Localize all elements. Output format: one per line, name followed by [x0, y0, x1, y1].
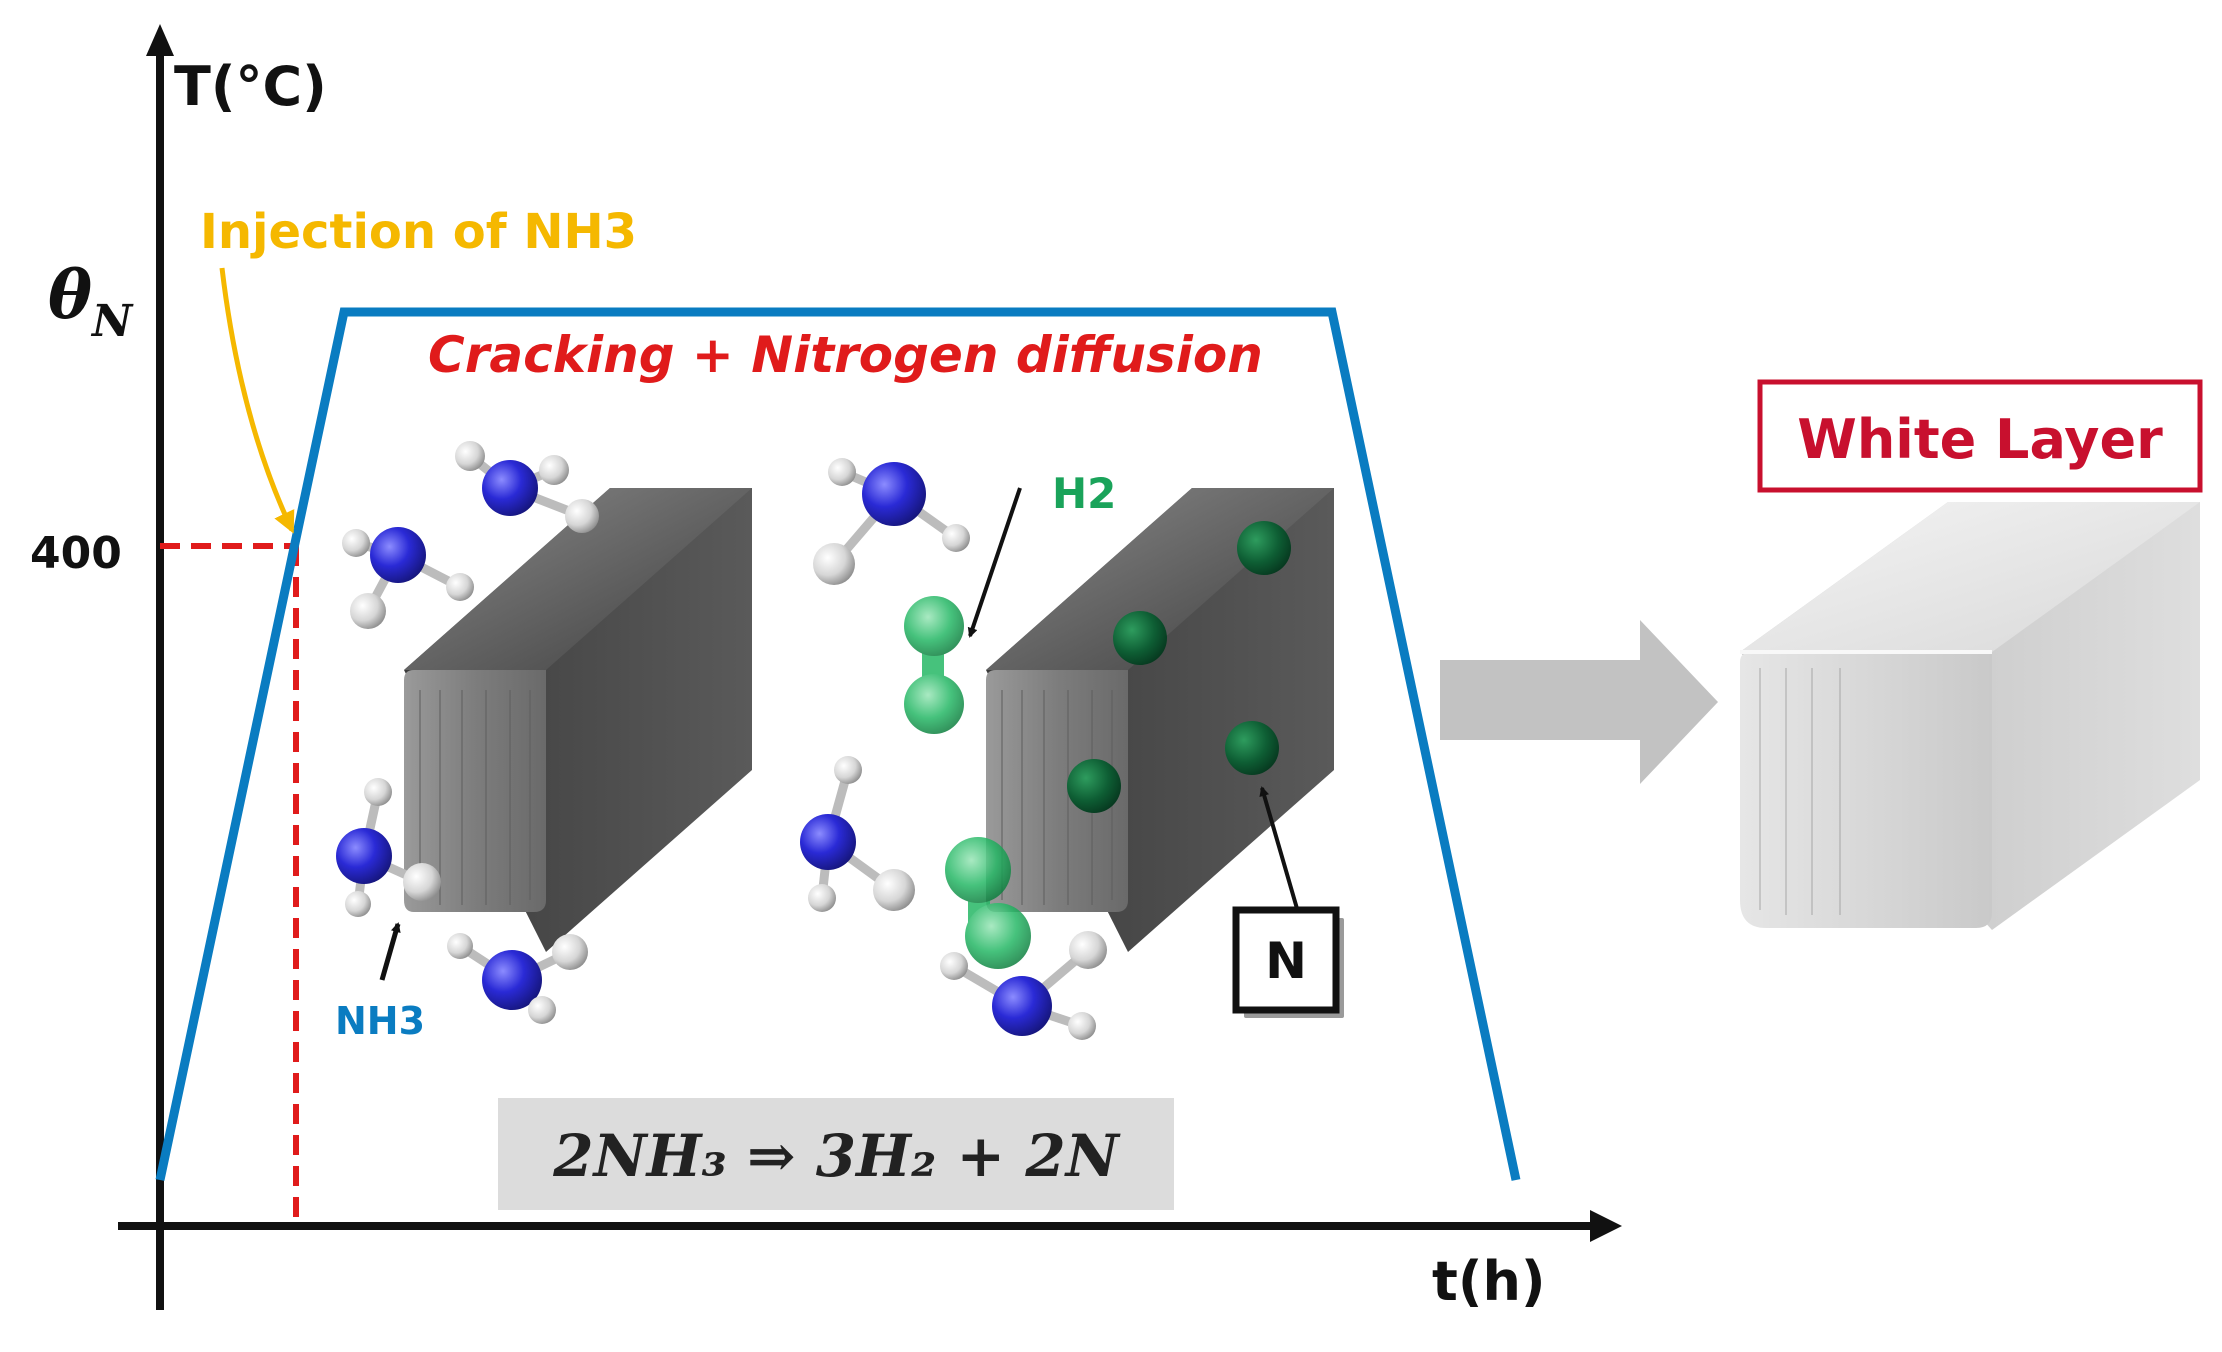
x-axis-arrowhead: [1590, 1210, 1622, 1242]
n-label: N: [1265, 932, 1307, 990]
injection-label: Injection of NH3: [200, 204, 637, 260]
nitrogen-atom: [1113, 611, 1167, 665]
tick-label-400: 400: [30, 528, 122, 579]
process-label: Cracking + Nitrogen diffusion: [428, 326, 1263, 384]
steel-bar-nitriding: [986, 488, 1334, 952]
injection-arrow: [222, 268, 292, 530]
nh3-label: NH3: [335, 999, 425, 1043]
nitrogen-atom: [1237, 521, 1291, 575]
h2-label: H2: [1052, 469, 1116, 518]
nh3-molecule: [447, 933, 588, 1024]
x-axis-label: t(h): [1432, 1250, 1546, 1313]
nh3-molecule: [800, 756, 915, 912]
y-axis-arrowhead: [146, 24, 174, 56]
nh3-molecule: [342, 527, 474, 629]
white-layer-label: White Layer: [1797, 408, 2163, 471]
nh3-molecule: [813, 458, 970, 585]
nitrogen-atom: [1225, 721, 1279, 775]
nitrogen-atom: [1067, 759, 1121, 813]
h2-pointer-arrow: [970, 488, 1020, 636]
y-axis-label: T(°C): [174, 55, 327, 118]
h2-molecule: [904, 596, 964, 734]
transition-arrow: [1440, 620, 1718, 784]
nh3-pointer-arrow: [382, 924, 398, 980]
theta-n-tick-label: θN: [48, 256, 134, 347]
steel-bar-white-layer: [1740, 502, 2200, 930]
equation: 2NH₃ ⇒ 3H₂ + 2N: [552, 1122, 1120, 1190]
steel-bar-untreated: [404, 488, 752, 952]
nh3-molecule: [455, 441, 599, 533]
